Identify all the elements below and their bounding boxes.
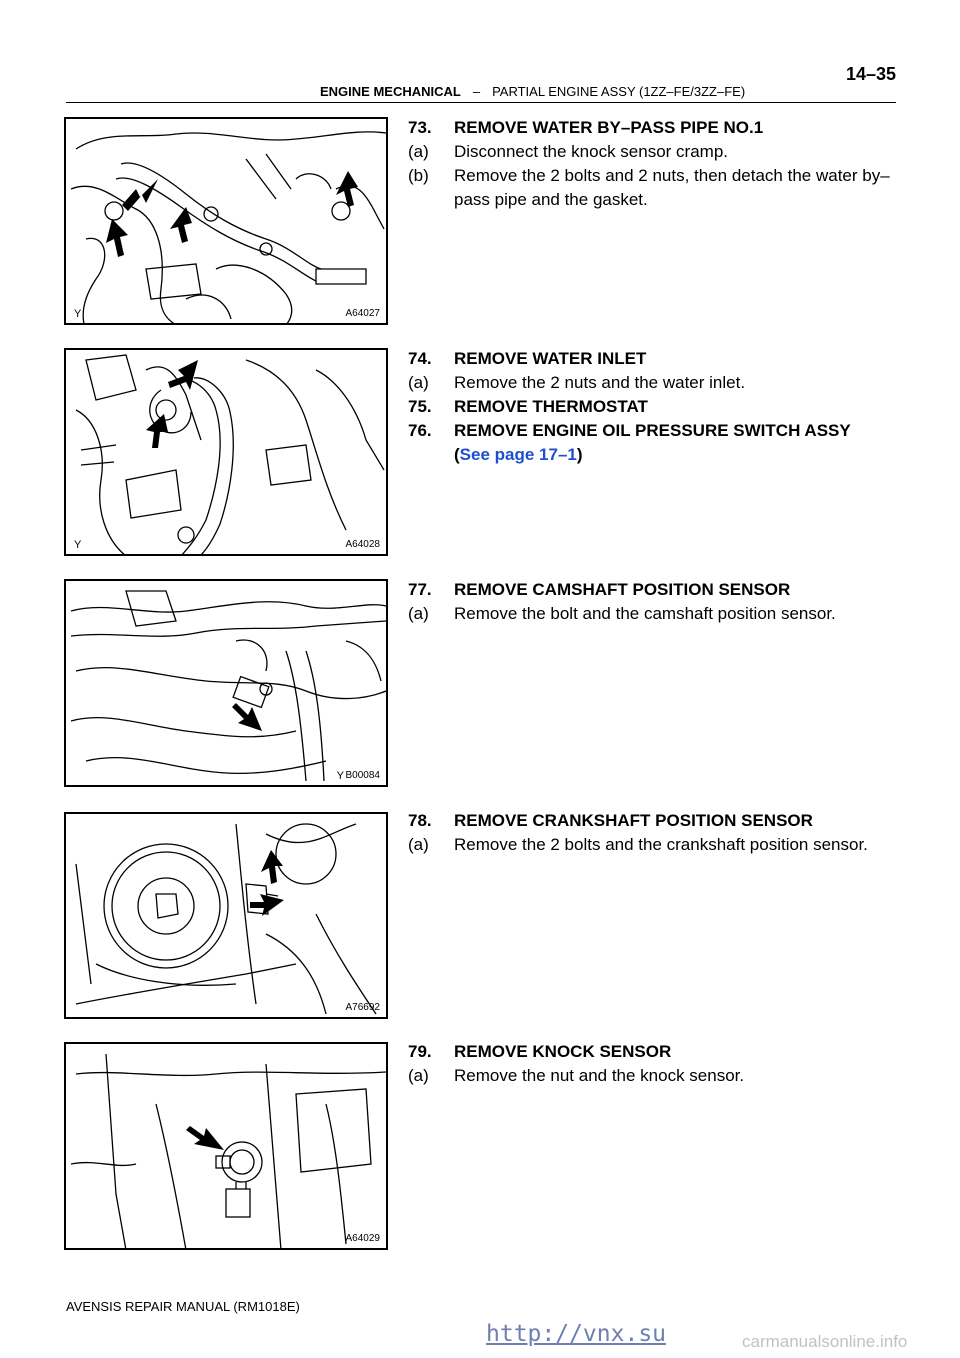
reference-open-paren: (	[454, 445, 460, 464]
illustration-water-bypass-pipe	[70, 131, 386, 323]
page-number: 14–35	[845, 64, 896, 84]
step-title: REMOVE ENGINE OIL PRESSURE SWITCH ASSY	[454, 421, 851, 440]
substep-continuation: pass pipe and the gasket.	[454, 190, 648, 209]
see-page-link[interactable]: See page 17–1	[459, 445, 577, 464]
substep-text: Remove the 2 bolts and 2 nuts, then deta…	[454, 166, 890, 185]
step-number: 78.	[408, 811, 432, 830]
step-number: 74.	[408, 349, 432, 368]
figure-code: A64027	[345, 308, 380, 319]
step-number: 76.	[408, 421, 432, 440]
step-76: 76. REMOVE ENGINE OIL PRESSURE SWITCH ASS…	[408, 420, 908, 442]
illustration-knock-sensor	[70, 1053, 386, 1248]
step-number: 73.	[408, 118, 432, 137]
header-separator: –	[472, 84, 481, 99]
figure-code: A64029	[345, 1233, 380, 1244]
figure-y-mark: Y	[336, 770, 344, 782]
step-title: REMOVE THERMOSTAT	[454, 397, 648, 416]
step-number: 75.	[408, 397, 432, 416]
step-73: 73. REMOVE WATER BY–PASS PIPE NO.1 (a) Dis…	[408, 117, 908, 211]
substep-text: Remove the bolt and the camshaft positio…	[454, 604, 836, 623]
step-78: 78. REMOVE CRANKSHAFT POSITION SENSOR (a)…	[408, 810, 908, 858]
figure-code: A76692	[345, 1002, 380, 1013]
header-rule	[66, 102, 896, 103]
step-title: REMOVE CRANKSHAFT POSITION SENSOR	[454, 811, 813, 830]
figure-code: B00084	[345, 770, 380, 781]
figure-knock-sensor: A64029	[64, 1042, 388, 1250]
page-header: 14–35 ENGINE MECHANICAL–PARTIAL ENGINE A…	[66, 62, 896, 104]
step-title: REMOVE KNOCK SENSOR	[454, 1042, 672, 1061]
step-title: REMOVE CAMSHAFT POSITION SENSOR	[454, 580, 791, 599]
reference-close-paren: )	[576, 445, 583, 464]
step-77: 77. REMOVE CAMSHAFT POSITION SENSOR (a) Re…	[408, 579, 908, 627]
step-number: 77.	[408, 580, 432, 599]
substep-label: (a)	[408, 373, 429, 392]
figure-y-mark: Y	[74, 308, 82, 320]
step-title: REMOVE WATER INLET	[454, 349, 647, 368]
section-name: ENGINE MECHANICAL	[320, 84, 461, 99]
substep-text: Remove the 2 nuts and the water inlet.	[454, 373, 746, 392]
step-74: 74. REMOVE WATER INLET (a) Remove the 2 nu…	[408, 348, 908, 466]
step-number: 79.	[408, 1042, 432, 1061]
substep-text: Remove the 2 bolts and the crankshaft po…	[454, 835, 868, 854]
substep-text: Remove the nut and the knock sensor.	[454, 1066, 745, 1085]
illustration-camshaft-sensor	[70, 590, 386, 782]
step-75: 75. REMOVE THERMOSTAT	[408, 396, 908, 418]
illustration-crankshaft-sensor	[75, 823, 377, 1015]
illustration-water-inlet	[75, 354, 385, 554]
figure-crankshaft-sensor: A76692	[64, 812, 388, 1019]
substep-label: (b)	[408, 166, 429, 185]
step-79: 79. REMOVE KNOCK SENSOR (a) Remove the nut…	[408, 1041, 908, 1089]
page-reference: (See page 17–1)	[408, 444, 908, 466]
figure-water-bypass-pipe: Y A64027	[64, 117, 388, 325]
figure-y-mark: Y	[74, 539, 82, 551]
substep-label: (a)	[408, 835, 429, 854]
step-title: REMOVE WATER BY–PASS PIPE NO.1	[454, 118, 764, 137]
substep-label: (a)	[408, 142, 429, 161]
footer-manual-id: AVENSIS REPAIR MANUAL (RM1018E)	[66, 1299, 300, 1314]
watermark-link[interactable]: http://vnx.su	[486, 1321, 667, 1347]
substep-label: (a)	[408, 604, 429, 623]
substep-text: Disconnect the knock sensor cramp.	[454, 142, 729, 161]
watermark-site: carmanualsonline.info	[742, 1332, 908, 1351]
header-title: ENGINE MECHANICAL–PARTIAL ENGINE ASSY (1…	[320, 84, 745, 99]
substep-label: (a)	[408, 1066, 429, 1085]
figure-camshaft-sensor: Y B00084	[64, 579, 388, 787]
figure-water-inlet: Y A64028	[64, 348, 388, 556]
figure-code: A64028	[345, 539, 380, 550]
subsection-name: PARTIAL ENGINE ASSY (1ZZ–FE/3ZZ–FE)	[492, 84, 746, 99]
